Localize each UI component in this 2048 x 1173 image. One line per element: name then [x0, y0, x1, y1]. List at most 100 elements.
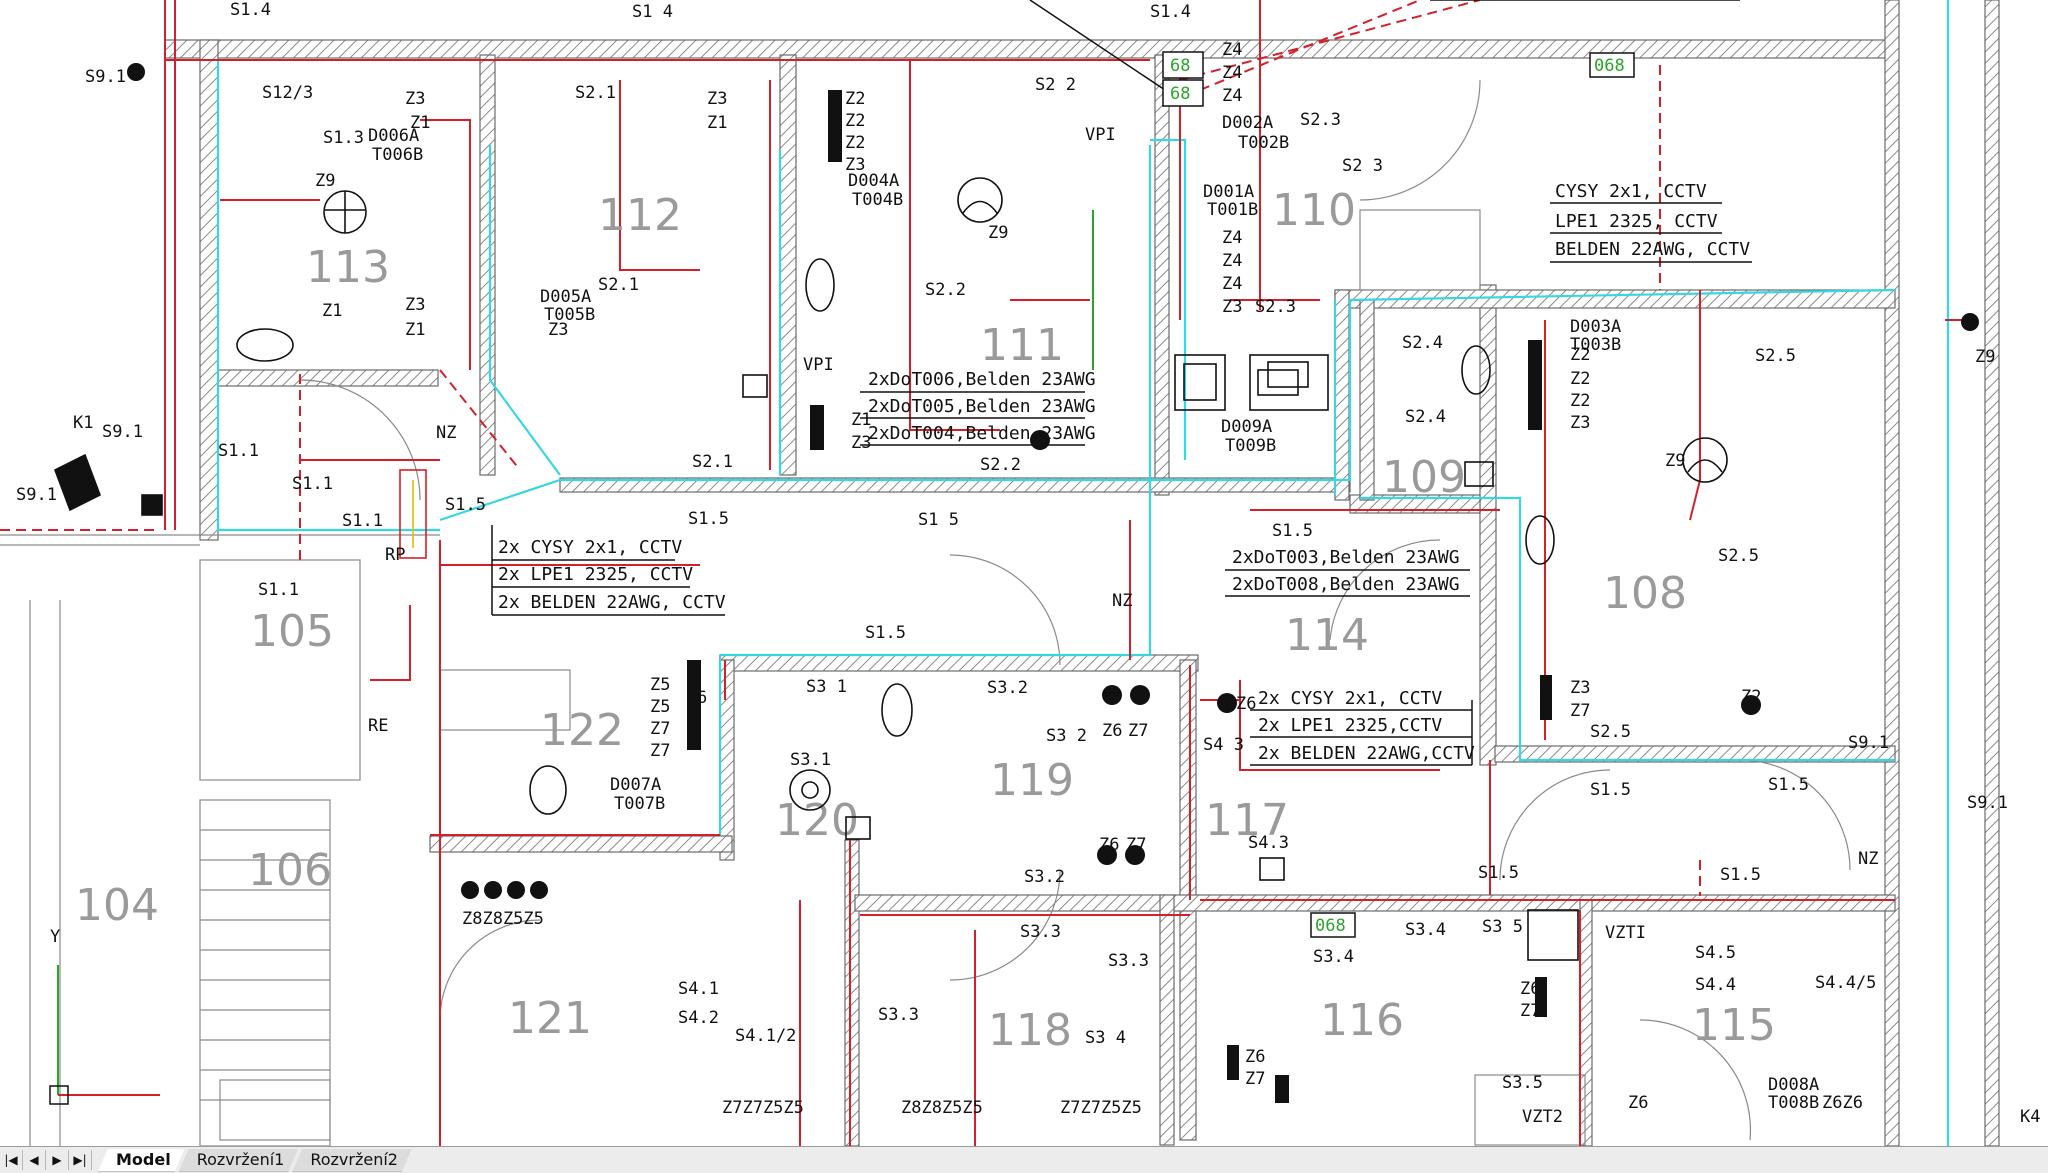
device-label: RP	[385, 545, 405, 565]
device-label: Z6	[1099, 835, 1119, 855]
drawing-viewport[interactable]: 113 112 111 110 109 108 105 122 120 119 …	[0, 0, 2048, 1146]
tab-layout-2[interactable]: Rozvržení2	[292, 1149, 412, 1172]
tab-model[interactable]: Model	[98, 1149, 185, 1172]
device-label: S4.4/5	[1815, 973, 1876, 993]
data-cables	[216, 0, 1950, 1146]
device-label: Z4	[1222, 251, 1242, 271]
device-label: Z1	[405, 320, 425, 340]
tab-layout-1[interactable]: Rozvržení1	[179, 1149, 299, 1172]
badge-label: 068	[1315, 916, 1346, 936]
device-label: Z9	[315, 171, 335, 191]
previous-tab-button[interactable]: ◀	[23, 1150, 46, 1170]
device-label: D007A	[610, 775, 661, 795]
badge-label: 68	[1170, 56, 1190, 76]
room-number: 120	[775, 795, 859, 846]
device-label: Z8Z8Z5Z5	[462, 909, 544, 929]
badge-label: 068	[1594, 56, 1625, 76]
device-label: Z6	[1520, 979, 1540, 999]
device-label: Z1	[322, 301, 342, 321]
device-label: Z3	[1222, 297, 1242, 317]
device-label: T006B	[372, 145, 423, 165]
room-numbers: 113 112 111 110 109 108 105 122 120 119 …	[75, 185, 1776, 1056]
device-label: Z6	[1102, 721, 1122, 741]
device-label: Z4	[1222, 40, 1242, 60]
cable-note-line: 2x CYSY 2x1, CCTV	[1258, 688, 1442, 709]
device-label: S2.1	[692, 452, 733, 472]
device-label: S2.5	[1718, 546, 1759, 566]
device-label: S1.5	[1478, 863, 1519, 883]
room-number: 106	[248, 845, 332, 896]
device-label: S1.5	[1272, 521, 1313, 541]
device-label: S1.1	[292, 474, 333, 494]
dashed-cables	[0, 0, 1701, 896]
device-label: Z6	[1245, 1047, 1265, 1067]
device-label: NZ	[1112, 591, 1132, 611]
device-label: S2.1	[598, 275, 639, 295]
device-label: Z3	[845, 155, 865, 175]
device-label: S2 2	[1035, 75, 1076, 95]
device-label: T007B	[614, 794, 665, 814]
device-label: S2.4	[1402, 333, 1443, 353]
next-tab-button[interactable]: ▶	[46, 1150, 69, 1170]
device-labels: S1.4 S1 4 S1.4 S9.1 S12/3 S2.1 S2 2 Z4 Z…	[16, 0, 2040, 1127]
cable-note-line: 2xDoT005,Belden 23AWG	[868, 396, 1096, 417]
last-tab-button[interactable]: ▶|	[69, 1150, 92, 1170]
device-label: D005A	[540, 287, 591, 307]
device-label: S1.5	[1590, 780, 1631, 800]
device-label: S2.1	[575, 83, 616, 103]
room-number: 104	[75, 880, 159, 931]
floor-plan-drawing: 113 112 111 110 109 108 105 122 120 119 …	[0, 0, 2040, 1146]
device-label: T001B	[1207, 200, 1258, 220]
device-label: S1.5	[688, 509, 729, 529]
device-label: S2.5	[1590, 722, 1631, 742]
device-label: VZT2	[1522, 1107, 1563, 1127]
cable-note-room-114: 2xDoT003,Belden 23AWG 2xDoT008,Belden 23…	[1225, 547, 1470, 597]
device-label: S4.1	[678, 979, 719, 999]
first-tab-button[interactable]: |◀	[0, 1150, 23, 1170]
device-label: S4.1/2	[735, 1026, 796, 1046]
device-label: S4.5	[1695, 943, 1736, 963]
device-label: T002B	[1238, 133, 1289, 153]
device-label: S3.1	[790, 750, 831, 770]
device-label: Z5	[650, 697, 670, 717]
device-label: Z3	[405, 89, 425, 109]
device-label: Z7	[1126, 835, 1146, 855]
walls	[164, 0, 2000, 1146]
device-label: RE	[368, 716, 388, 736]
device-label: Z7	[1245, 1069, 1265, 1089]
device-label: S1.3	[323, 128, 364, 148]
badge-label: 68	[1170, 84, 1190, 104]
device-label: K1	[73, 413, 93, 433]
device-label: D006A	[368, 126, 419, 146]
device-label: S12/3	[262, 83, 313, 103]
device-label: S3 1	[806, 677, 847, 697]
device-label: D001A	[1203, 182, 1254, 202]
device-label: Z9	[1975, 347, 1995, 367]
device-label: S3 4	[1085, 1028, 1126, 1048]
device-label: Z1	[410, 113, 430, 133]
device-label: VZTI	[1605, 923, 1646, 943]
device-label: Z2	[845, 111, 865, 131]
wall-devices	[127, 63, 1979, 1103]
device-label: D009A	[1221, 417, 1272, 437]
device-label: Z3	[707, 89, 727, 109]
room-number: 113	[306, 242, 390, 293]
device-label: Z7	[1570, 701, 1590, 721]
device-label: Z9	[988, 223, 1008, 243]
cable-note-line: 2x BELDEN 22AWG, CCTV	[498, 592, 726, 613]
cable-note-line: 2xDoT006,Belden 23AWG	[868, 369, 1096, 390]
cable-note-room-117: 2x CYSY 2x1, CCTV 2x LPE1 2325,CCTV 2x B…	[1250, 688, 1475, 766]
device-label: D004A	[848, 171, 899, 191]
thin-lines	[0, 79, 1851, 1146]
cable-note-line: 2x LPE1 2325,CCTV	[1258, 715, 1442, 736]
device-label: Z7Z7Z5Z5	[722, 1098, 804, 1118]
cable-note-line: 2xDoT004,Belden 23AWG	[868, 423, 1096, 444]
device-label: Z2	[1570, 345, 1590, 365]
room-number: 111	[980, 320, 1064, 371]
cable-note-line: 2x CYSY 2x1, CCTV	[498, 537, 682, 558]
device-label: Z6	[1236, 694, 1256, 714]
device-label: Z4	[1222, 86, 1242, 106]
device-label: Z3	[851, 433, 871, 453]
device-label: S4.2	[678, 1008, 719, 1028]
device-label: T003B	[1570, 335, 1621, 355]
